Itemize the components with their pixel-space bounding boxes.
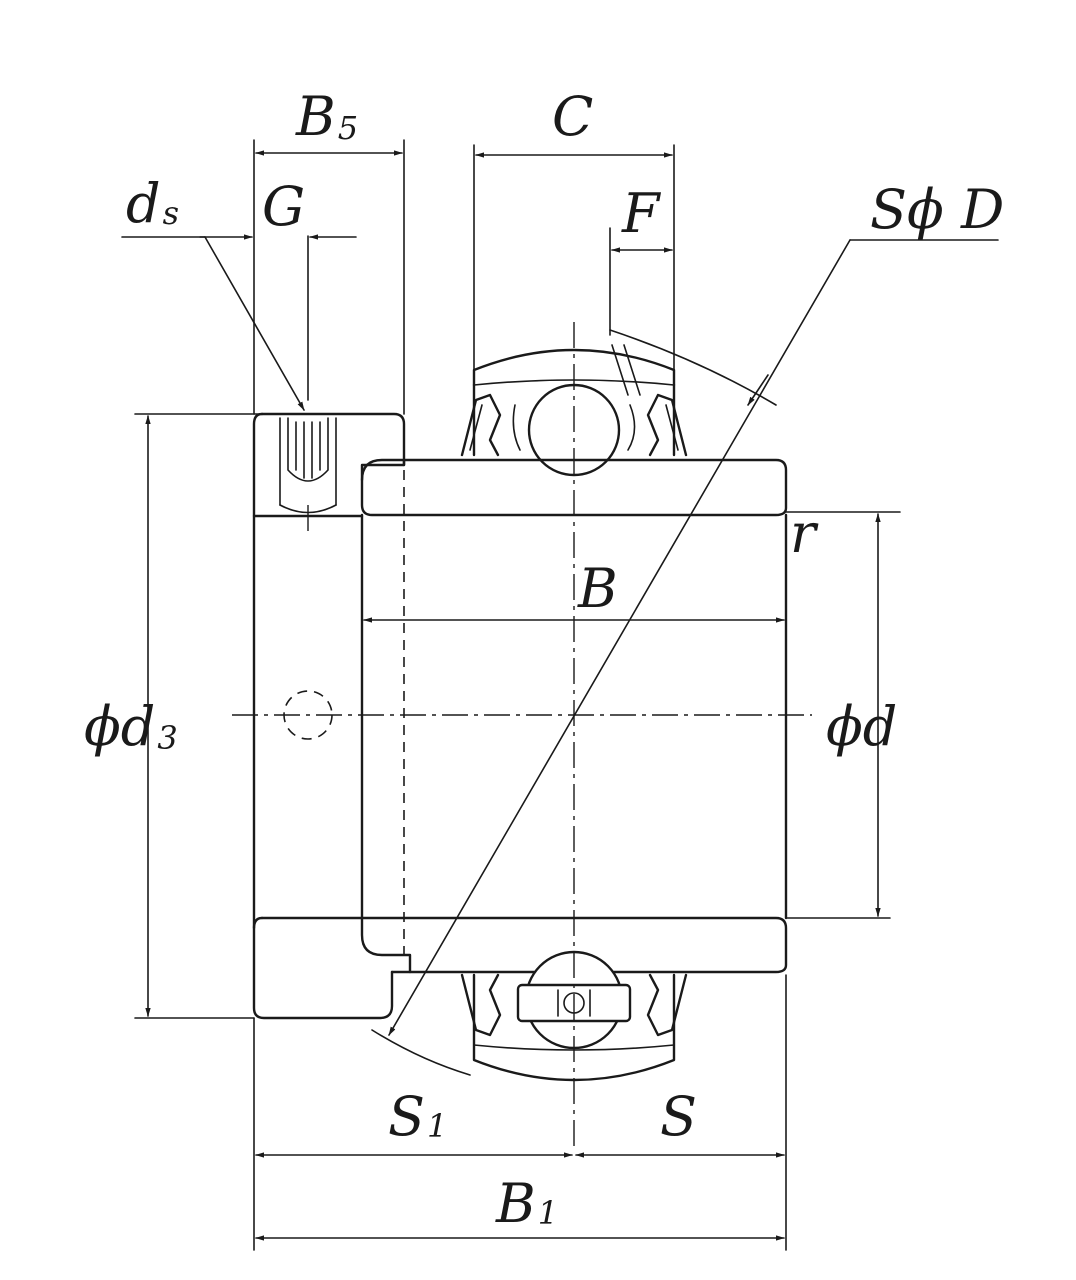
sphere-arc-top: [609, 329, 777, 406]
locking-collar: [252, 412, 412, 1020]
extension-lines: [134, 139, 901, 1251]
label-c: C: [552, 85, 593, 148]
inner-ring: [360, 458, 788, 974]
label-f: F: [621, 182, 662, 245]
label-phi-d: ϕd: [826, 695, 897, 758]
label-s1: S1: [388, 1085, 447, 1148]
dimension-lines: [121, 150, 999, 1241]
sphere-arc-bottom: [371, 1029, 471, 1076]
label-s-phi-d: Sϕ D: [870, 178, 1004, 241]
label-r: r: [790, 502, 819, 565]
label-b5: B5: [295, 85, 358, 148]
label-ds: ds: [126, 172, 179, 235]
label-b: B: [577, 557, 618, 620]
label-g: G: [262, 175, 305, 238]
label-b1: B1: [495, 1172, 558, 1235]
label-s: S: [660, 1085, 697, 1148]
outer-ring-top: [460, 344, 688, 457]
label-phi-d3: ϕd3: [84, 695, 178, 758]
